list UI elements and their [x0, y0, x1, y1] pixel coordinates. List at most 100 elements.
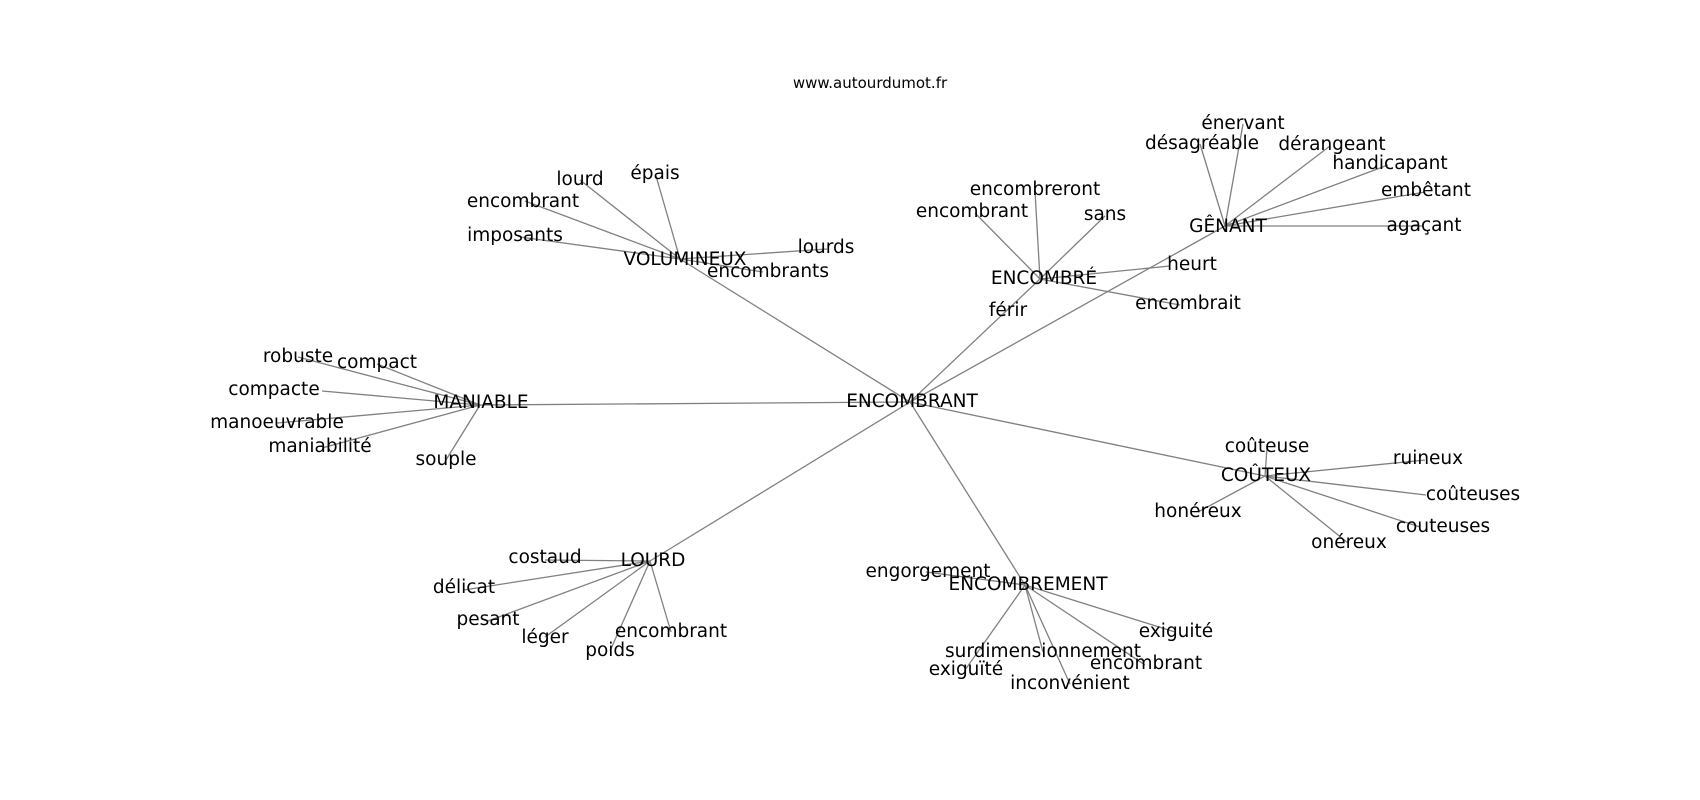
- node-label-n-engorgement[interactable]: engorgement: [866, 561, 991, 582]
- edge-couteux-c-ruineux: [1264, 459, 1426, 477]
- node-label-e-heurt[interactable]: heurt: [1167, 254, 1217, 275]
- node-label-v-imposants[interactable]: imposants: [467, 225, 563, 246]
- node-label-m-compact[interactable]: compact: [337, 352, 417, 373]
- node-label-volumineux[interactable]: VOLUMINEUX: [624, 249, 747, 270]
- node-label-n-inconvenient[interactable]: inconvénient: [1010, 673, 1130, 694]
- node-label-g-desagreable[interactable]: désagréable: [1145, 133, 1259, 154]
- edge-encombrement-n-exiguite2: [1024, 584, 1176, 633]
- edge-genant-g-enervant: [1224, 123, 1244, 227]
- edge-genant-g-embetant: [1224, 191, 1426, 227]
- node-label-g-enervant[interactable]: énervant: [1201, 113, 1284, 134]
- edge-volumineux-v-epais: [655, 175, 681, 260]
- node-label-n-exiguite2[interactable]: exiguité: [1139, 621, 1213, 642]
- edge-couteux-c-onereux: [1264, 475, 1349, 544]
- edge-layer: [276, 123, 1427, 685]
- edge-encombrement-n-exiguite1: [964, 584, 1026, 671]
- edge-couteux-c-couteuses2: [1264, 475, 1421, 528]
- node-label-m-souple[interactable]: souple: [416, 449, 477, 470]
- node-label-m-maniabilite[interactable]: maniabilité: [268, 436, 371, 457]
- node-label-lourd[interactable]: LOURD: [621, 550, 686, 571]
- node-label-l-costaud[interactable]: costaud: [508, 547, 581, 568]
- edge-encombre-e-heurt: [1039, 265, 1171, 280]
- node-label-g-handicapant[interactable]: handicapant: [1332, 153, 1447, 174]
- node-label-c-onereux[interactable]: onéreux: [1311, 532, 1387, 553]
- node-label-maniable[interactable]: MANIABLE: [433, 392, 528, 413]
- node-label-genant[interactable]: GÊNANT: [1189, 215, 1267, 237]
- node-label-c-couteuse[interactable]: coûteuse: [1225, 436, 1310, 457]
- edge-maniable-m-maniabilite: [321, 404, 481, 449]
- edge-volumineux-v-lourds: [679, 248, 828, 260]
- edge-encombre-e-sans: [1039, 215, 1106, 280]
- node-label-c-couteuses[interactable]: coûteuses: [1426, 484, 1520, 505]
- edge-maniable-m-compact: [376, 363, 481, 406]
- node-label-n-exiguite1[interactable]: exiguïté: [929, 659, 1003, 680]
- node-label-g-embetant[interactable]: embêtant: [1381, 180, 1471, 201]
- node-label-g-agacant[interactable]: agaçant: [1387, 215, 1462, 236]
- edge-encombrement-n-inconvenient: [1024, 584, 1071, 685]
- edge-lourd-l-poids: [609, 560, 651, 652]
- node-label-g-derangeant[interactable]: dérangeant: [1278, 134, 1385, 155]
- node-label-v-lourd[interactable]: lourd: [556, 169, 603, 190]
- site-url-label: www.autourdumot.fr: [793, 74, 948, 92]
- node-label-l-leger[interactable]: léger: [521, 627, 569, 648]
- edge-lourd-l-costaud: [544, 559, 651, 562]
- edge-lourd-l-delicat: [463, 560, 651, 591]
- node-label-n-encombrant[interactable]: encombrant: [1090, 653, 1202, 674]
- node-label-e-encombrant[interactable]: encombrant: [916, 201, 1028, 222]
- node-label-v-encombrants[interactable]: encombrants: [707, 261, 829, 282]
- edge-volumineux-v-encombrant: [524, 200, 681, 260]
- node-label-l-delicat[interactable]: délicat: [433, 577, 495, 598]
- edge-encombrant-volumineux: [679, 258, 911, 403]
- node-label-v-epais[interactable]: épais: [630, 163, 679, 184]
- edge-genant-g-desagreable: [1199, 143, 1226, 227]
- edge-encombrement-n-surdimensionnement: [1024, 584, 1044, 653]
- edge-encombrant-encombre: [909, 278, 1041, 403]
- edge-lourd-l-leger: [544, 560, 651, 638]
- edge-maniable-m-manoeuvrable: [276, 404, 481, 424]
- edge-volumineux-v-imposants: [519, 236, 681, 260]
- node-label-encombre[interactable]: ENCOMBRÉ: [991, 267, 1097, 289]
- node-label-l-encombrant[interactable]: encombrant: [615, 621, 727, 642]
- node-label-c-ruineux[interactable]: ruineux: [1393, 448, 1463, 469]
- edge-encombre-e-encombrait: [1039, 278, 1181, 306]
- node-label-e-encombrait[interactable]: encombrait: [1135, 293, 1241, 314]
- node-label-m-compacte[interactable]: compacte: [228, 379, 319, 400]
- edge-maniable-m-compacte: [321, 390, 481, 406]
- edge-volumineux-v-encombrants: [679, 258, 764, 273]
- edge-couteux-c-couteuse: [1264, 447, 1268, 477]
- node-label-m-manoeuvrable[interactable]: manoeuvrable: [210, 412, 344, 433]
- edge-genant-g-handicapant: [1224, 164, 1389, 227]
- edge-lourd-l-pesant: [487, 560, 651, 622]
- node-label-encombrement[interactable]: ENCOMBREMENT: [949, 574, 1109, 595]
- node-label-v-lourds[interactable]: lourds: [798, 237, 855, 258]
- edge-encombre-e-encombreront: [1034, 190, 1041, 280]
- edge-encombrant-lourd: [649, 401, 911, 562]
- node-label-m-robuste[interactable]: robuste: [263, 346, 333, 367]
- node-label-l-pesant[interactable]: pesant: [456, 609, 519, 630]
- edge-encombrant-couteux: [909, 401, 1266, 477]
- edge-genant-g-derangeant: [1224, 145, 1331, 227]
- edge-encombrant-maniable: [479, 401, 911, 406]
- node-label-e-sans[interactable]: sans: [1084, 204, 1126, 225]
- label-layer: ENCOMBRANT VOLUMINEUX ENCOMBRÉ GÊNANT MANIAB…: [210, 113, 1520, 694]
- edge-encombre-e-encombrant: [974, 212, 1041, 280]
- node-label-e-encombreront[interactable]: encombreront: [970, 179, 1100, 200]
- edge-encombrant-encombrement: [909, 401, 1026, 586]
- node-label-l-poids[interactable]: poids: [585, 640, 635, 661]
- node-label-n-surdimensionnement[interactable]: surdimensionnement: [945, 641, 1141, 662]
- edge-lourd-l-encombrant: [649, 560, 672, 633]
- node-label-e-ferir[interactable]: férir: [989, 300, 1028, 321]
- edge-couteux-c-honereux: [1197, 475, 1266, 513]
- edge-maniable-m-robuste: [297, 356, 481, 406]
- edge-encombrant-genant: [909, 225, 1226, 403]
- node-label-v-encombrant[interactable]: encombrant: [467, 191, 579, 212]
- edge-encombrement-n-encombrant: [1024, 584, 1146, 666]
- node-label-couteux[interactable]: COÛTEUX: [1221, 464, 1312, 486]
- node-label-c-couteuses2[interactable]: couteuses: [1396, 516, 1490, 537]
- node-label-encombrant[interactable]: ENCOMBRANT: [846, 391, 978, 412]
- edge-encombrement-n-engorgement: [925, 571, 1026, 586]
- edge-volumineux-v-lourd: [579, 179, 681, 260]
- node-label-c-honereux[interactable]: honéreux: [1154, 501, 1241, 522]
